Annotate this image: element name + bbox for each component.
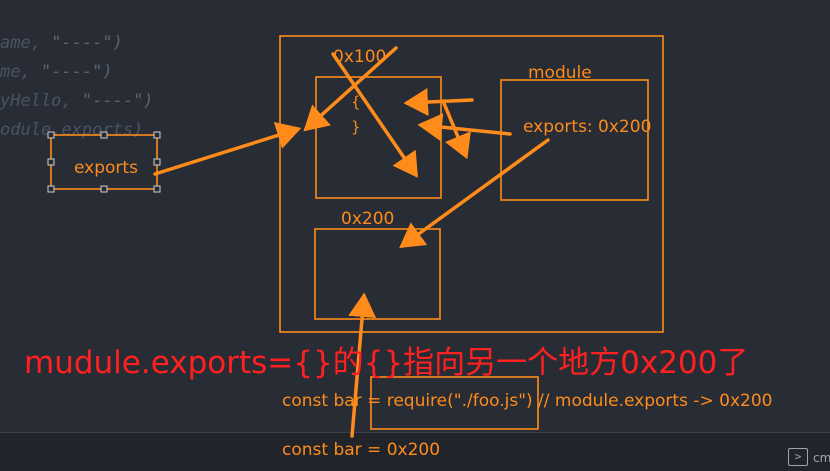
arrow-module-to-0x200 bbox=[399, 138, 550, 249]
require-statement: const bar = require("./foo.js") // modul… bbox=[282, 391, 773, 411]
terminal-label[interactable]: cm bbox=[813, 451, 830, 465]
selection-handles[interactable] bbox=[47, 131, 161, 193]
object-box-0x100 bbox=[315, 76, 442, 199]
heap-frame bbox=[279, 35, 664, 333]
arrow-cross-b bbox=[403, 88, 474, 117]
object-box-0x200 bbox=[314, 228, 441, 320]
code-string: "----") bbox=[81, 91, 154, 111]
code-text: yHello, bbox=[0, 91, 82, 111]
arrow-bar-to-0x200 bbox=[348, 292, 377, 438]
code-line-2: me, "----") bbox=[0, 62, 113, 82]
assign-statement: const bar = 0x200 bbox=[282, 440, 441, 460]
arrow-cross-a bbox=[441, 99, 471, 160]
brace-open: { bbox=[351, 93, 361, 111]
require-highlight-box bbox=[370, 376, 539, 430]
brace-close: } bbox=[351, 118, 361, 136]
label-exports: exports bbox=[74, 158, 138, 178]
module-exports-value: exports: 0x200 bbox=[523, 117, 651, 137]
label-0x100: 0x100 bbox=[333, 47, 386, 67]
arrow-crossout-1 bbox=[303, 46, 398, 132]
arrow-module-to-0x100 bbox=[417, 113, 512, 142]
terminal-icon[interactable]: > bbox=[788, 448, 808, 466]
arrow-crossout-2 bbox=[331, 52, 418, 178]
code-text: me, bbox=[0, 62, 41, 82]
arrow-exports-to-0x100 bbox=[153, 121, 302, 176]
code-line-1: ame, "----") bbox=[0, 33, 123, 53]
label-0x200: 0x200 bbox=[341, 209, 394, 229]
code-line-3: yHello, "----") bbox=[0, 91, 154, 111]
code-string: "----") bbox=[51, 33, 123, 53]
code-string: "----") bbox=[40, 62, 113, 82]
code-text: ame, bbox=[0, 33, 52, 53]
module-box bbox=[500, 79, 649, 201]
terminal-panel bbox=[0, 432, 830, 471]
label-module: module bbox=[528, 63, 592, 83]
annotation-caption: mudule.exports={}的{}指向另一个地方0x200了 bbox=[24, 345, 749, 381]
